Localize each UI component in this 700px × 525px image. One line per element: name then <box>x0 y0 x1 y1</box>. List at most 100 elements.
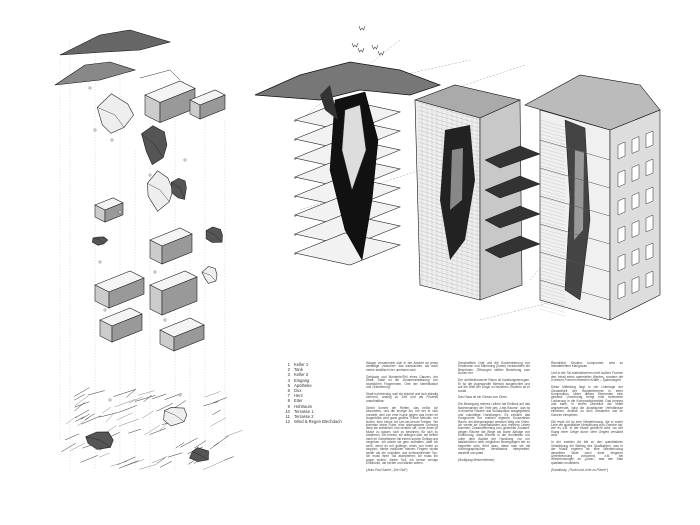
grid-line <box>539 126 566 135</box>
floor-slab <box>293 232 402 266</box>
legend-label: Tank <box>294 367 303 373</box>
grid-line <box>417 261 481 281</box>
edge <box>92 237 104 244</box>
hatch-line <box>80 455 98 463</box>
hatch-line <box>87 390 105 396</box>
grid-line <box>539 161 566 170</box>
void-highlight <box>450 148 463 210</box>
hatch-line <box>80 415 101 425</box>
grid-line <box>539 301 566 310</box>
grid-line <box>539 284 566 292</box>
grid-line <box>539 298 566 306</box>
edge <box>85 436 111 448</box>
guide-line <box>479 299 561 321</box>
hatch-line <box>156 457 166 464</box>
edge <box>206 230 223 243</box>
hatch-line <box>126 388 137 398</box>
grid-line <box>539 172 566 180</box>
marker <box>163 318 167 322</box>
volume-base <box>163 407 188 427</box>
grid-line <box>539 238 566 247</box>
grid-line <box>539 158 566 166</box>
roof <box>254 61 442 101</box>
grid-line <box>539 203 566 212</box>
citation: (Jean-Paul Sartre, „Die Glut“) <box>366 468 408 473</box>
edge <box>97 107 125 128</box>
legend-label: Herz <box>294 393 303 399</box>
bird-icon <box>358 25 366 31</box>
hatch-line <box>151 393 167 400</box>
grid-line <box>539 168 566 177</box>
legend-number: 3 <box>287 372 290 378</box>
box-front <box>173 324 205 352</box>
grid-line <box>539 151 566 159</box>
hatch-line <box>107 425 117 432</box>
legend-number: 2 <box>287 367 290 373</box>
grid-line <box>417 105 481 125</box>
grid-line <box>539 287 566 296</box>
hatch-line <box>137 390 155 396</box>
window <box>631 276 640 294</box>
bird-icon <box>351 42 359 48</box>
hatch-line <box>105 412 115 423</box>
hatch-line <box>149 428 167 435</box>
grid-line <box>539 182 566 191</box>
grid-line <box>539 277 566 285</box>
citation: (Kandinsky, „Punkt und Linie zu Fläche“) <box>551 468 609 473</box>
hatch-line <box>159 461 172 468</box>
hatch-line <box>180 437 198 448</box>
hatch-line <box>128 396 144 404</box>
bird-icon <box>357 47 365 53</box>
grid-line <box>539 245 566 254</box>
window <box>631 248 640 266</box>
window <box>645 158 654 177</box>
hatch-line <box>61 443 76 452</box>
building-model-sectioned <box>414 84 541 301</box>
grid-line <box>417 249 481 269</box>
grid-line <box>417 265 481 285</box>
hatch-line <box>164 393 182 400</box>
grid-line <box>539 147 566 156</box>
window <box>617 197 626 216</box>
paragraph: Stadt ist lebendig, weil sie wächst und … <box>366 391 438 403</box>
grid-line <box>539 305 566 313</box>
grid-line <box>539 235 566 243</box>
hatch-line <box>174 400 187 408</box>
paragraph: Häuser versammeln sich in der Absicht an… <box>366 361 438 372</box>
hatch-line <box>118 418 140 427</box>
window <box>631 192 640 210</box>
grid-line <box>539 133 566 142</box>
hatch-line <box>175 442 185 449</box>
marker <box>183 158 187 162</box>
hatch-line <box>110 461 128 467</box>
roof-piece <box>59 29 172 56</box>
hatch-line <box>202 460 224 470</box>
floor-line <box>539 195 611 217</box>
hatch-line <box>212 397 227 404</box>
grid-line <box>539 217 566 226</box>
hatch-line <box>99 412 119 418</box>
citation: (Wolfgang Meisenheimer) <box>458 458 495 463</box>
grid-line <box>539 263 566 271</box>
hatch-line <box>212 409 221 416</box>
box-front <box>108 277 145 309</box>
floor-line <box>539 251 611 273</box>
window <box>617 253 626 272</box>
hatch-line <box>116 412 133 421</box>
hatch-line <box>74 409 90 419</box>
volume-eiter <box>141 125 168 166</box>
hatch-line <box>114 398 136 408</box>
grid-line <box>539 270 566 278</box>
hatch-line <box>84 413 95 420</box>
grid-line <box>539 179 566 187</box>
paragraph: In der zweiten Art tritt zu den quantita… <box>551 440 623 465</box>
volume <box>147 170 174 212</box>
paragraph: Gleich kommt der Reifen, das heiße ich b… <box>366 405 438 465</box>
hatch-line <box>143 394 152 403</box>
grid-line <box>539 123 566 131</box>
edge <box>171 182 185 200</box>
